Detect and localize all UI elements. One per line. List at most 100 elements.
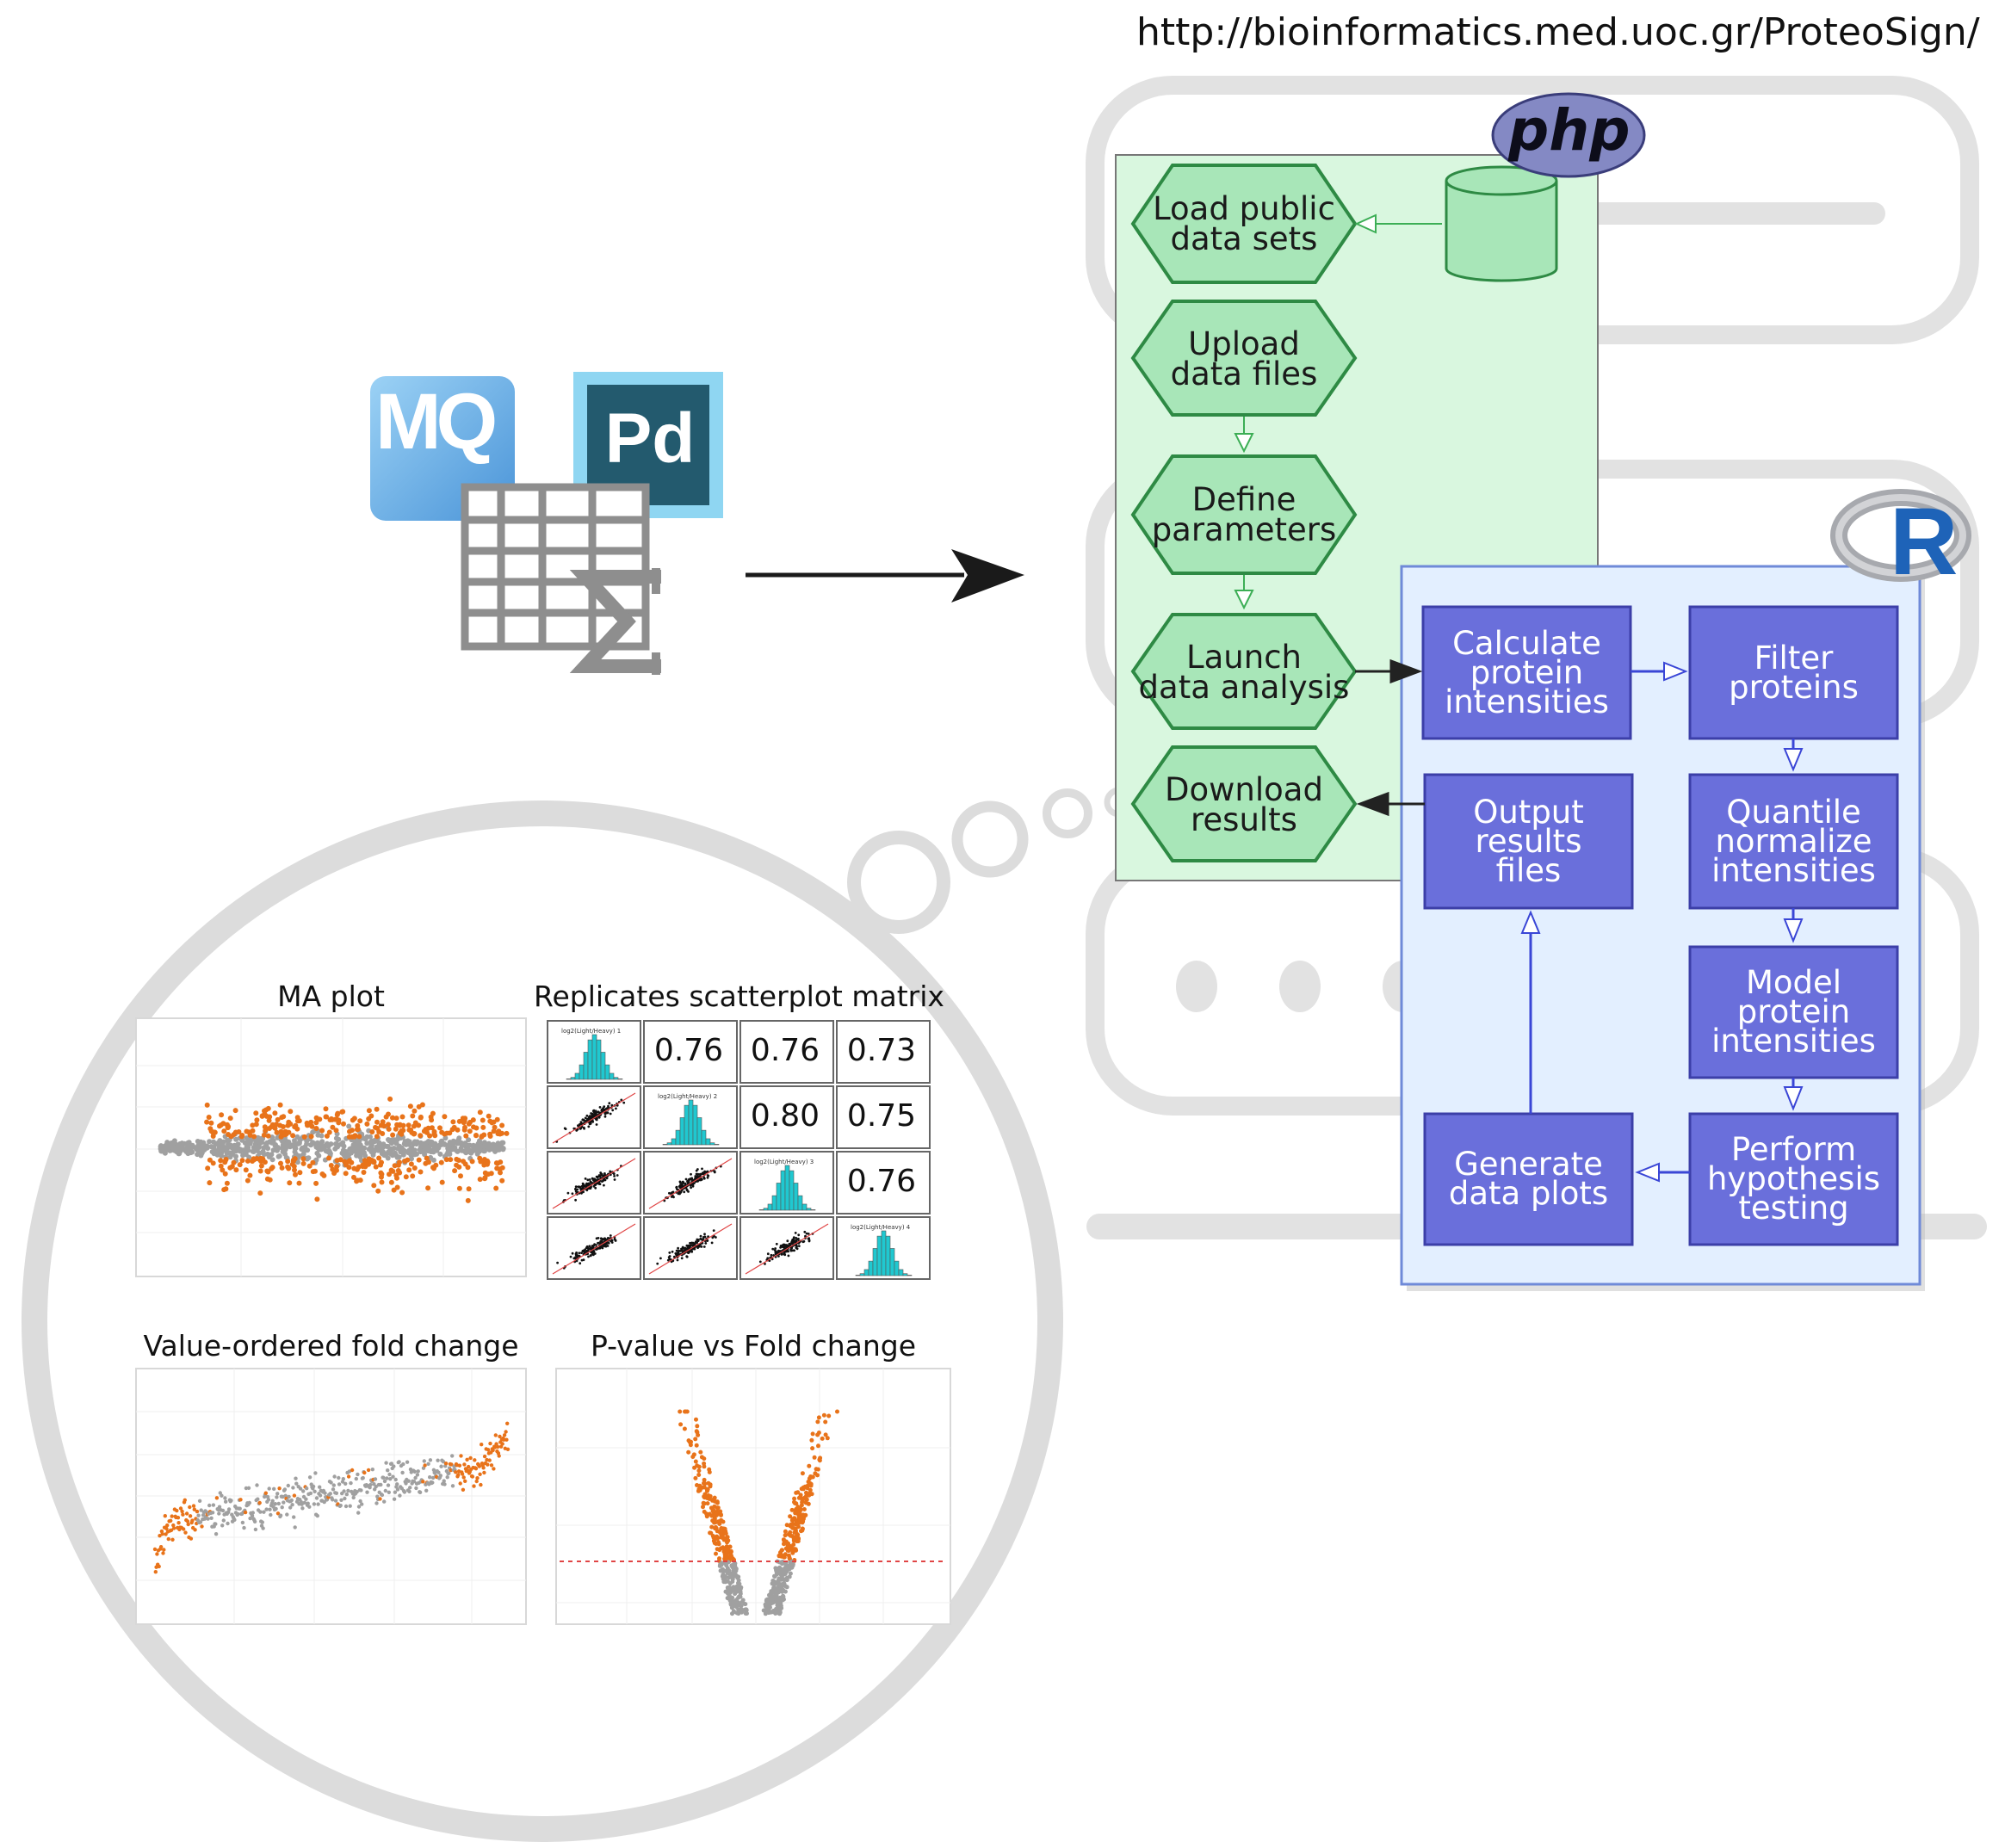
volcano-point xyxy=(763,1602,768,1607)
ma-point xyxy=(222,1171,228,1177)
volcano-point xyxy=(715,1547,720,1552)
fold-point xyxy=(164,1532,168,1536)
matrix-scatter-point xyxy=(579,1122,583,1126)
ma-point xyxy=(499,1122,505,1128)
matrix-scatter-point xyxy=(585,1246,588,1249)
ma-point xyxy=(392,1163,398,1169)
matrix-scatter-point xyxy=(587,1187,591,1190)
matrix-scatter-point xyxy=(684,1246,687,1250)
fold-point xyxy=(217,1505,222,1509)
fold-point xyxy=(175,1508,179,1513)
plots-bubble xyxy=(22,800,1063,1842)
ma-point xyxy=(334,1112,340,1118)
ma-point xyxy=(424,1140,430,1146)
fold-point xyxy=(272,1486,276,1492)
ma-point xyxy=(219,1140,225,1145)
volcano-point xyxy=(783,1529,788,1534)
histogram-bar xyxy=(789,1170,795,1211)
fold-point xyxy=(489,1463,494,1468)
fold-point xyxy=(191,1504,196,1508)
ma-point xyxy=(254,1117,260,1123)
ma-point xyxy=(430,1110,436,1116)
matrix-fit-line xyxy=(648,1158,733,1209)
fold-point xyxy=(459,1454,463,1458)
volcano-point xyxy=(686,1438,691,1443)
ma-point xyxy=(224,1149,230,1155)
fold-point xyxy=(405,1460,410,1464)
fold-point xyxy=(176,1516,181,1520)
r-logo-text: R xyxy=(1890,489,1959,595)
ma-point xyxy=(499,1177,505,1184)
histogram-bar xyxy=(579,1064,585,1080)
volcano-point xyxy=(716,1540,721,1545)
ma-point xyxy=(430,1165,436,1171)
matrix-scatter-point xyxy=(680,1257,684,1260)
matrix-scatter-point xyxy=(707,1174,710,1177)
volcano-point xyxy=(702,1492,708,1497)
fold-point xyxy=(275,1511,281,1516)
fold-point xyxy=(308,1491,313,1496)
ma-point xyxy=(410,1113,416,1119)
fold-point xyxy=(290,1503,294,1507)
fold-point xyxy=(302,1500,306,1505)
ma-point xyxy=(470,1142,476,1148)
matrix-scatter-point xyxy=(582,1183,585,1186)
ma-point xyxy=(492,1124,498,1130)
volcano-point xyxy=(771,1581,777,1586)
matrix-scatter-point xyxy=(609,1234,612,1237)
matrix-scatter-point xyxy=(574,1198,577,1202)
matrix-scatter-point xyxy=(600,1109,603,1112)
fold-point xyxy=(467,1464,471,1469)
matrix-cell xyxy=(643,1020,738,1084)
fold-point xyxy=(238,1506,242,1511)
ma-point xyxy=(429,1117,435,1123)
matrix-scatter-point xyxy=(678,1192,681,1196)
histogram-bar xyxy=(784,1165,790,1211)
matrix-scatter-point xyxy=(586,1249,590,1252)
ma-point xyxy=(263,1142,269,1148)
matrix-scatter-point xyxy=(803,1230,807,1233)
pd-logo-text: Pd xyxy=(604,399,696,478)
matrix-scatter-point xyxy=(667,1256,671,1259)
ma-point xyxy=(222,1159,228,1165)
ma-point xyxy=(390,1132,396,1138)
ma-point xyxy=(326,1129,332,1135)
fold-point xyxy=(404,1481,408,1486)
fold-point xyxy=(438,1474,442,1478)
ma-point xyxy=(442,1135,449,1141)
ma-point xyxy=(264,1176,270,1182)
ma-point xyxy=(319,1171,325,1177)
volcano-point xyxy=(696,1464,702,1469)
ma-point xyxy=(341,1121,346,1127)
fold-point xyxy=(314,1496,319,1500)
matrix-scatter-point xyxy=(578,1252,581,1255)
ma-point xyxy=(443,1157,449,1163)
matrix-cell xyxy=(739,1020,834,1084)
histogram-bar xyxy=(758,1209,764,1211)
panel-arrows xyxy=(1355,658,1425,817)
volcano-point xyxy=(801,1512,806,1517)
matrix-scatter-point xyxy=(797,1245,801,1247)
fold-point xyxy=(183,1498,187,1503)
r-flow-arrows xyxy=(1520,661,1804,1183)
fold-point xyxy=(475,1476,480,1480)
ma-point xyxy=(305,1147,311,1153)
ma-point xyxy=(326,1147,331,1153)
matrix-scatter-point xyxy=(591,1245,594,1247)
ma-point xyxy=(333,1141,338,1147)
fold-change-points xyxy=(152,1421,511,1574)
fold-point xyxy=(361,1475,365,1480)
fold-point xyxy=(379,1482,383,1487)
ma-point xyxy=(314,1196,320,1202)
fold-point xyxy=(387,1490,391,1495)
volcano-point xyxy=(678,1422,684,1427)
fold-point xyxy=(450,1484,455,1488)
ma-point xyxy=(282,1146,288,1152)
ma-point xyxy=(250,1159,256,1164)
volcano-point xyxy=(802,1484,808,1489)
volcano-point xyxy=(788,1571,793,1576)
matrix-scatter-point xyxy=(764,1263,766,1265)
ma-point xyxy=(486,1113,492,1119)
fold-change-title: Value-ordered fold change xyxy=(143,1329,519,1363)
